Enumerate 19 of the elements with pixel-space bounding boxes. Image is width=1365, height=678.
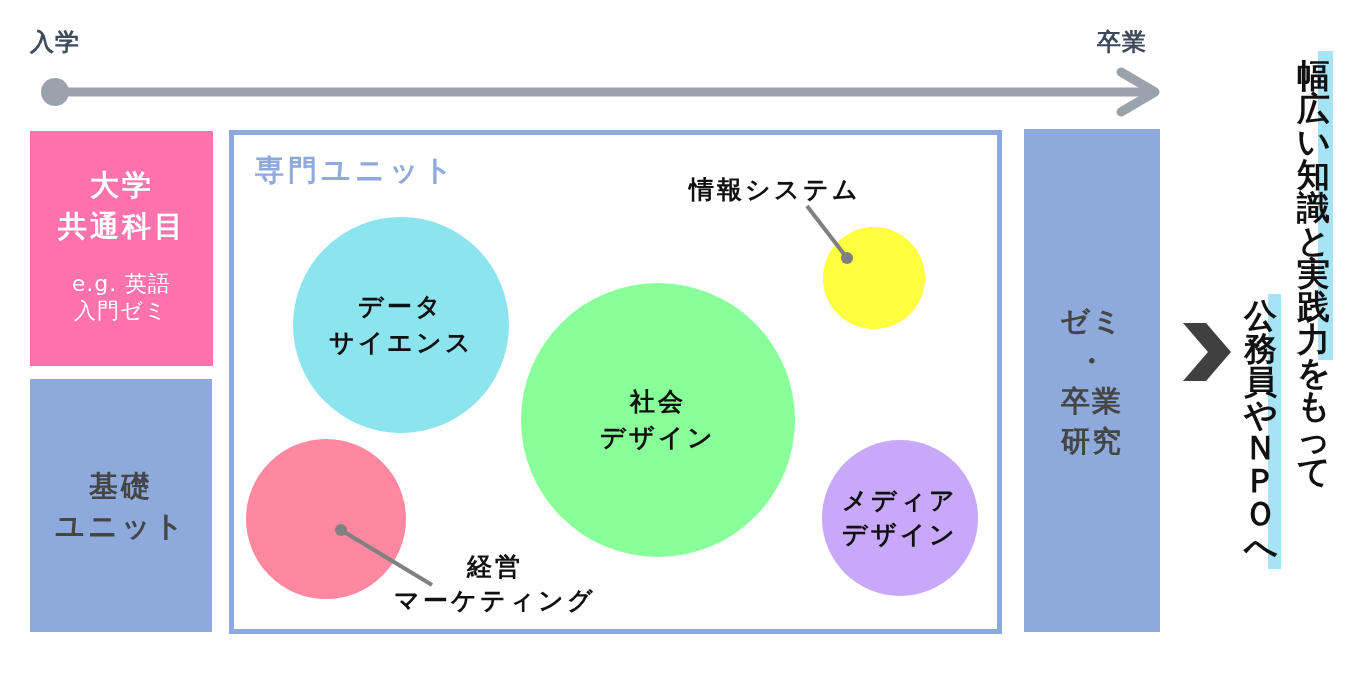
topic-label: データサイエンス bbox=[328, 291, 474, 359]
topic-label: 社会デザイン bbox=[600, 386, 716, 454]
unit-heading: 大学共通科目 bbox=[57, 167, 186, 245]
unit-heading: 基礎ユニット bbox=[55, 467, 187, 545]
callout-label: 経営マーケティング bbox=[394, 550, 596, 618]
chevron-arrow bbox=[1183, 323, 1231, 381]
leader-line bbox=[335, 524, 434, 587]
unit-box bbox=[30, 379, 212, 632]
leader-line bbox=[805, 204, 853, 264]
unit-box bbox=[30, 131, 213, 366]
timeline-label: 入学 bbox=[30, 27, 80, 58]
topic-label: メディアデザイン bbox=[842, 485, 958, 551]
callout-label: 情報システム bbox=[689, 174, 861, 206]
timeline-label: 卒業 bbox=[1097, 27, 1147, 58]
unit-note: e.g. 英語入門ゼミ bbox=[71, 270, 172, 324]
unit-box bbox=[1024, 129, 1160, 632]
unit-heading: ゼミ・卒業研究 bbox=[1060, 302, 1124, 460]
section-title: 専門ユニット bbox=[255, 152, 457, 189]
unit-panel bbox=[229, 130, 1002, 634]
